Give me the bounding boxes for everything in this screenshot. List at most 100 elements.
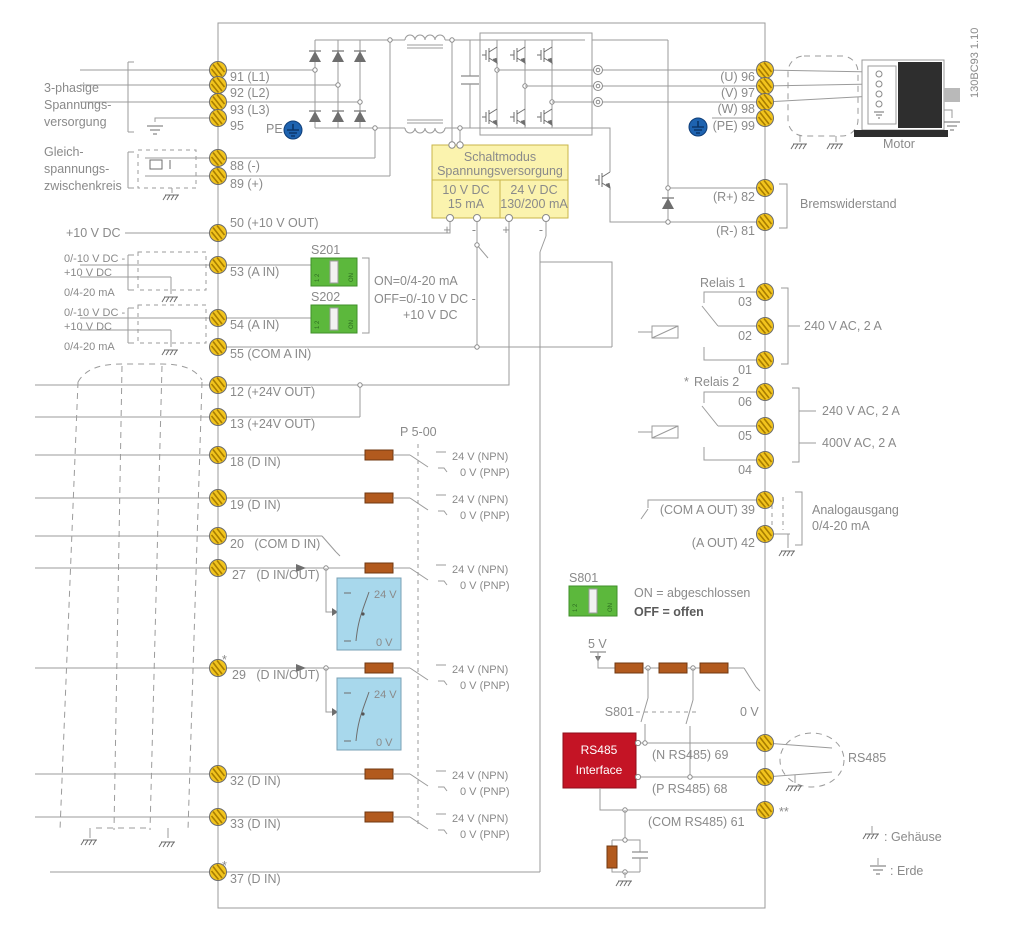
rectifier-bridge	[308, 37, 668, 131]
label-supply-2: Spannungs-	[44, 98, 111, 112]
terminal-68	[755, 767, 775, 787]
label-legend-erde: : Erde	[890, 864, 923, 878]
brake-chopper	[585, 40, 788, 229]
resistor-icon	[699, 662, 729, 674]
label-smps-24v: 24 V DC	[510, 183, 557, 197]
relay-2-contacts	[638, 387, 816, 463]
terminal-50	[208, 223, 228, 243]
label-terminal-98: (W) 98	[718, 102, 756, 116]
resistor-icon	[658, 662, 688, 674]
terminal-33	[208, 807, 228, 827]
terminal-19	[208, 488, 228, 508]
label-terminal-29: 29 (D IN/OUT)	[232, 668, 320, 682]
label-terminal-69: (N RS485) 69	[652, 748, 728, 762]
chassis-icon	[778, 550, 796, 557]
label-star-relais2: *	[684, 375, 689, 389]
termination-network	[590, 651, 761, 777]
label-ain53-range3: 0/4-20 mA	[64, 287, 115, 299]
text-labels: 3-phasige Spannungs- versorgung Gleich- …	[44, 28, 981, 886]
label-s202-on: ON	[349, 320, 355, 329]
label-terminal-93: 93 (L3)	[230, 103, 270, 117]
earth-icon	[869, 865, 887, 875]
label-analogausgang: Analogausgang	[812, 503, 899, 517]
label-sw-off-1: OFF=0/-10 V DC -	[374, 292, 476, 306]
label-terminal-91: 91 (L1)	[230, 70, 270, 84]
label-star-29: *	[222, 653, 227, 667]
terminal-88	[208, 148, 228, 168]
label-dclink-2: spannungs-	[44, 162, 109, 176]
analog-output-symbol	[640, 491, 803, 557]
terminal-93	[208, 92, 228, 112]
label-terminal-19: 19 (D IN)	[230, 498, 281, 512]
label-p500: P 5-00	[400, 425, 437, 439]
igbt-bridge	[479, 32, 593, 136]
terminal-03	[755, 282, 775, 302]
label-terminal-81: (R-) 81	[716, 224, 755, 238]
switch-s202	[310, 304, 358, 334]
label-s801-off-desc: OFF = offen	[634, 605, 704, 619]
motor-cable-shield	[764, 55, 875, 150]
label-pnp-27: 0 V (PNP)	[460, 580, 510, 592]
terminal-92	[208, 75, 228, 95]
resistor-icon	[364, 492, 394, 504]
label-relay-04: 04	[738, 463, 752, 477]
dc-capacitor	[449, 37, 479, 145]
terminal-53	[208, 255, 228, 275]
label-terminal-33: 33 (D IN)	[230, 817, 281, 831]
label-motor: Motor	[883, 137, 915, 151]
label-terminal-89: 89 (+)	[230, 177, 263, 191]
label-smps-10v: 10 V DC	[442, 183, 489, 197]
label-terminal-96: (U) 96	[720, 70, 755, 84]
terminal-06	[755, 382, 775, 402]
label-plus10v: +10 V DC	[66, 226, 121, 240]
label-s202-dip12: 1 2	[315, 320, 321, 329]
label-relais-1: Relais 1	[700, 276, 745, 290]
motor-icon	[854, 59, 961, 137]
terminal-20	[208, 526, 228, 546]
label-terminal-68: (P RS485) 68	[652, 782, 728, 796]
terminal-27	[208, 558, 228, 578]
label-s801-on: ON	[608, 603, 614, 612]
label-pnp-19: 0 V (PNP)	[460, 510, 510, 522]
label-npn-27: 24 V (NPN)	[452, 564, 508, 576]
label-terminal-95: 95	[230, 119, 244, 133]
label-ain54-range1: 0/-10 V DC -	[64, 307, 125, 319]
terminal-96	[755, 60, 775, 80]
label-relay-03: 03	[738, 295, 752, 309]
terminal-12	[208, 375, 228, 395]
label-pnp-18: 0 V (PNP)	[460, 467, 510, 479]
label-terminal-39: (COM A OUT) 39	[660, 503, 755, 517]
s201-s202-bracket	[362, 257, 370, 334]
label-dout27-0v: 0 V	[376, 637, 393, 649]
label-supply-1: 3-phasige	[44, 81, 99, 95]
label-terminal-54: 54 (A IN)	[230, 318, 279, 332]
terminal-02	[755, 316, 775, 336]
label-s201: S201	[311, 243, 340, 257]
din-row-29	[35, 662, 448, 716]
cable-bundle	[59, 363, 203, 831]
din-row-19	[35, 492, 448, 516]
label-relais-2: Relais 2	[694, 375, 739, 389]
label-dout29-24v: 24 V	[374, 689, 397, 701]
pe-ground-icon	[283, 120, 303, 140]
label-ain54-range3: 0/4-20 mA	[64, 341, 115, 353]
label-s201-on: ON	[349, 273, 355, 282]
label-sw-off-2: +10 V DC	[403, 308, 458, 322]
resistor-icon	[614, 662, 644, 674]
label-terminal-32: 32 (D IN)	[230, 774, 281, 788]
switch-s801	[568, 585, 618, 617]
terminal-81	[755, 212, 775, 232]
terminal-91	[208, 60, 228, 80]
label-relay2-rating-240: 240 V AC, 2 A	[822, 404, 900, 418]
label-s801-switch: S801	[605, 705, 634, 719]
label-rs485-box-1: RS485	[581, 743, 618, 757]
rs485-wiring	[599, 732, 845, 887]
label-legend-gehaeuse: : Gehäuse	[884, 830, 942, 844]
label-dout27-24v: 24 V	[374, 589, 397, 601]
terminal-95	[208, 108, 228, 128]
label-s801: S801	[569, 571, 598, 585]
terminal-05	[755, 416, 775, 436]
label-smps-minus-24: -	[539, 223, 543, 237]
terminal-13	[208, 407, 228, 427]
label-s201-dip12: 1 2	[315, 273, 321, 282]
